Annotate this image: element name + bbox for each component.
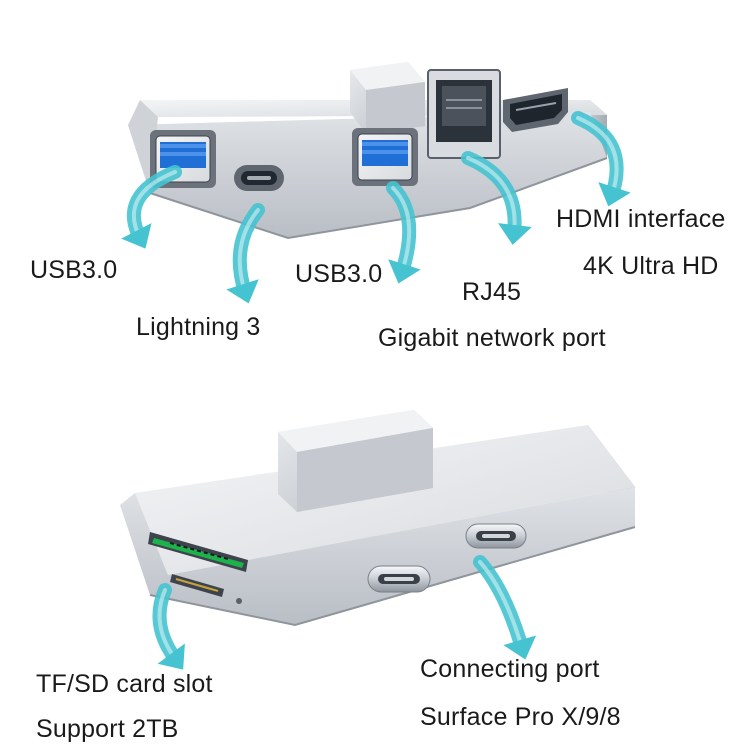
callout-arrow-icon [571, 111, 624, 202]
usb-c-plug-icon [367, 565, 431, 593]
callout-arrowhead-icon [598, 182, 631, 207]
usb-c-port-icon [234, 165, 284, 191]
callout-arrow-highlight [576, 116, 619, 197]
callout-arrowhead-icon [121, 223, 152, 249]
callout-arrow-highlight [237, 208, 260, 294]
usb-a-port-icon [352, 128, 418, 186]
hub-top-view [128, 62, 608, 240]
label-connect-desc: Surface Pro X/9/8 [420, 703, 621, 731]
hub-bottom-view [120, 410, 636, 627]
label-card: TF/SD card slot [36, 670, 213, 698]
hdmi-port-icon [503, 88, 568, 132]
tf-card-slot-icon [170, 574, 224, 597]
callout-arrowhead-icon [388, 259, 421, 284]
label-connect: Connecting port [420, 655, 600, 683]
label-card-desc: Support 2TB [36, 715, 179, 743]
callout-arrow-highlight [391, 186, 412, 274]
sd-card-slot-icon [148, 532, 248, 572]
label-usb-left: USB3.0 [30, 256, 118, 284]
label-rj45-desc: Gigabit network port [378, 324, 606, 352]
callout-arrowhead-icon [157, 643, 185, 670]
usb-c-plug-icon [465, 523, 527, 549]
callout-arrows [121, 111, 631, 670]
callout-arrowhead-icon [226, 279, 259, 304]
callout-arrow-icon [126, 165, 182, 245]
callout-arrow-icon [461, 151, 522, 240]
label-hdmi: HDMI interface [556, 205, 726, 233]
label-lightning: Lightning 3 [136, 313, 261, 341]
callout-arrow-highlight [466, 156, 517, 235]
usb-a-port-icon [150, 130, 216, 188]
label-usb-mid: USB3.0 [295, 260, 383, 288]
callout-arrow-icon [232, 203, 265, 299]
callout-arrow-highlight [131, 170, 177, 240]
callout-arrowhead-icon [503, 635, 537, 660]
rj45-port-icon [427, 69, 501, 159]
callout-arrowhead-icon [498, 223, 532, 245]
label-hdmi-desc: 4K Ultra HD [583, 252, 719, 280]
callout-arrow-icon [386, 181, 417, 279]
callout-arrow-icon [473, 555, 529, 655]
callout-arrow-highlight [478, 560, 524, 650]
label-rj45: RJ45 [462, 278, 522, 306]
